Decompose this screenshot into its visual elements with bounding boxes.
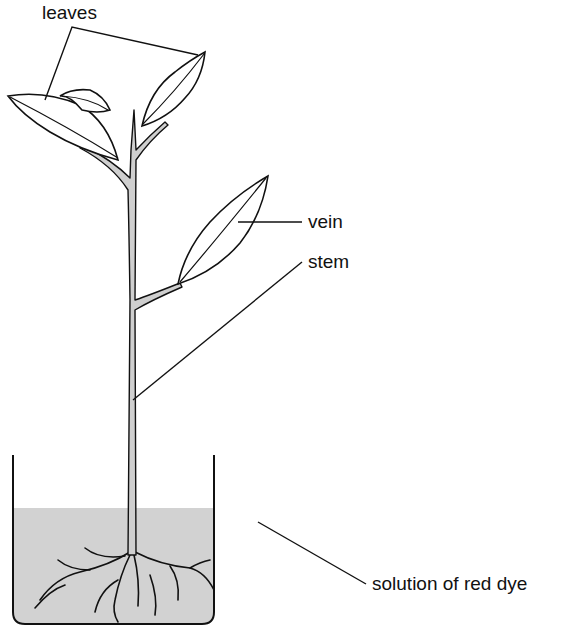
- leaves: [8, 52, 268, 284]
- part-label: stem: [308, 251, 349, 273]
- leaf-veins: [10, 54, 266, 282]
- part-label: solution of red dye: [372, 573, 527, 595]
- dye-solution: [13, 508, 214, 624]
- beaker: [13, 455, 214, 624]
- part-label: leaves: [42, 2, 97, 24]
- stem: [80, 110, 182, 555]
- leader-lines: [45, 27, 366, 584]
- roots: [35, 548, 214, 622]
- part-label: vein: [308, 211, 343, 233]
